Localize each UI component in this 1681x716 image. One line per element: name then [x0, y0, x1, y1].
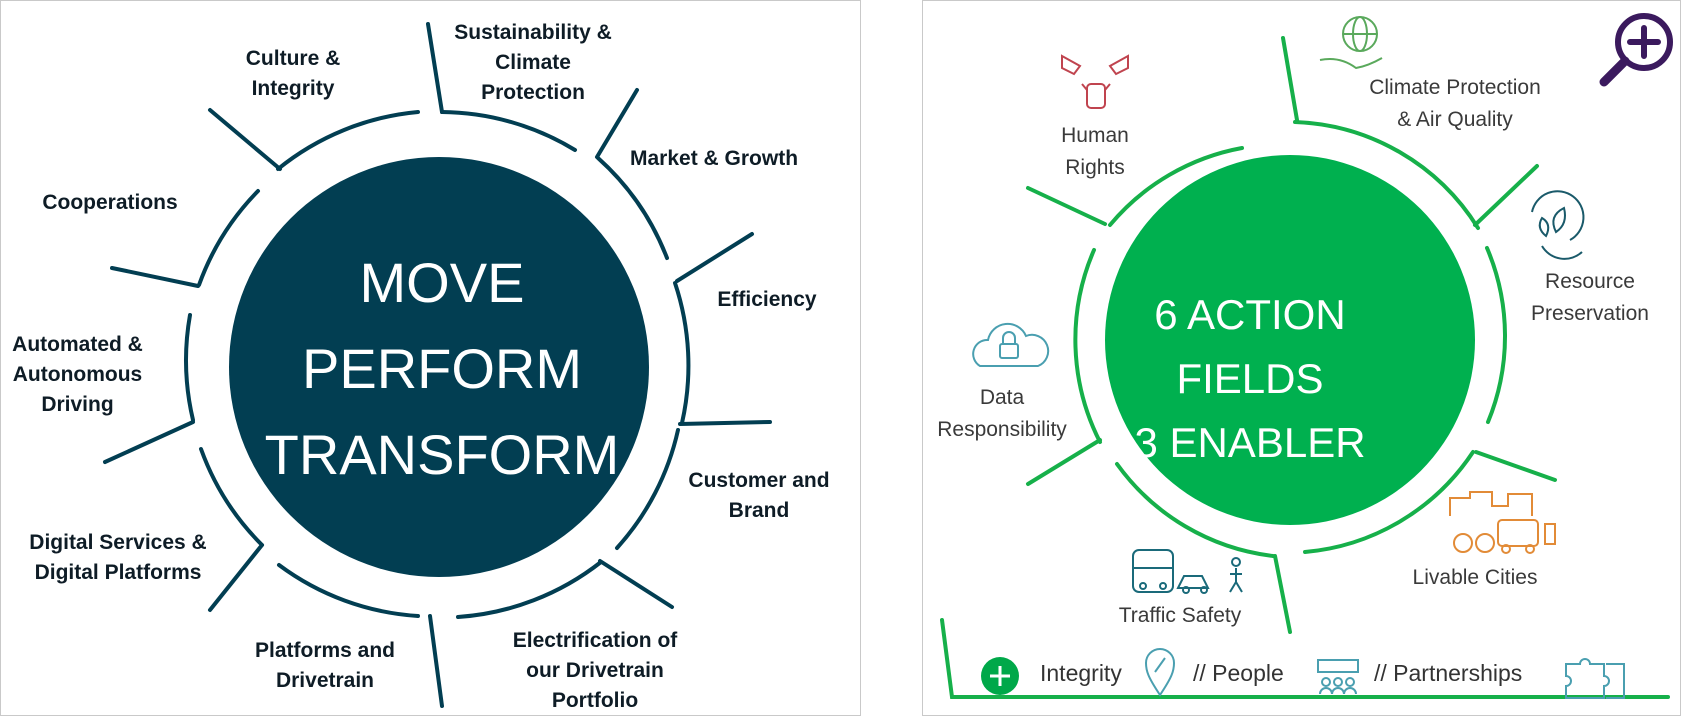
label-culture-integrity: Culture & Integrity — [245, 47, 341, 100]
label-market-growth: Market & Growth — [630, 147, 799, 170]
label-sustainability: Sustainability & Climate Protection — [454, 21, 612, 104]
label-climate-protection: Climate Protection & Air Quality — [1369, 76, 1541, 131]
hub-line-enabler: 3 ENABLER — [1134, 419, 1366, 466]
action-fields-text: 6 ACTION FIELDS 3 ENABLER — [1080, 283, 1420, 475]
label-livable-cities: Livable Cities — [1412, 566, 1538, 589]
move-perform-transform-text: MOVE PERFORM TRANSFORM — [232, 240, 652, 498]
move-hub — [229, 157, 649, 577]
enabler-integrity: Integrity — [1040, 660, 1122, 686]
zoom-in-button[interactable] — [1598, 4, 1678, 88]
move-diagram-graphics — [103, 22, 772, 708]
label-platforms-drivetrain: Platforms and Drivetrain — [254, 639, 396, 692]
enabler-people: // People — [1193, 660, 1284, 686]
label-cooperations: Cooperations — [42, 191, 178, 214]
label-traffic-safety: Traffic Safety — [1118, 604, 1242, 627]
move-spokes — [103, 22, 772, 708]
hub-line-move: MOVE — [359, 251, 525, 314]
label-data-responsibility: Data Responsibility — [937, 386, 1067, 441]
label-resource-preservation: Resource Preservation — [1531, 270, 1649, 325]
hub-line-transform: TRANSFORM — [264, 423, 620, 486]
magnifier-plus-icon — [1599, 13, 1673, 87]
hub-line-action-fields: 6 ACTION FIELDS — [1154, 291, 1346, 402]
move-ring — [184, 110, 691, 619]
label-efficiency: Efficiency — [717, 288, 817, 311]
hub-line-perform: PERFORM — [302, 337, 582, 400]
enabler-partnerships: // Partnerships — [1374, 660, 1523, 686]
label-digital-services: Digital Services & Digital Platforms — [29, 531, 207, 584]
label-automated-driving: Automated & Autonomous Driving — [12, 333, 143, 416]
label-human-rights: Human Rights — [1061, 124, 1129, 179]
label-electrification: Electrification of our Drivetrain Portfo… — [512, 629, 678, 712]
label-customer-brand: Customer and Brand — [688, 469, 830, 522]
